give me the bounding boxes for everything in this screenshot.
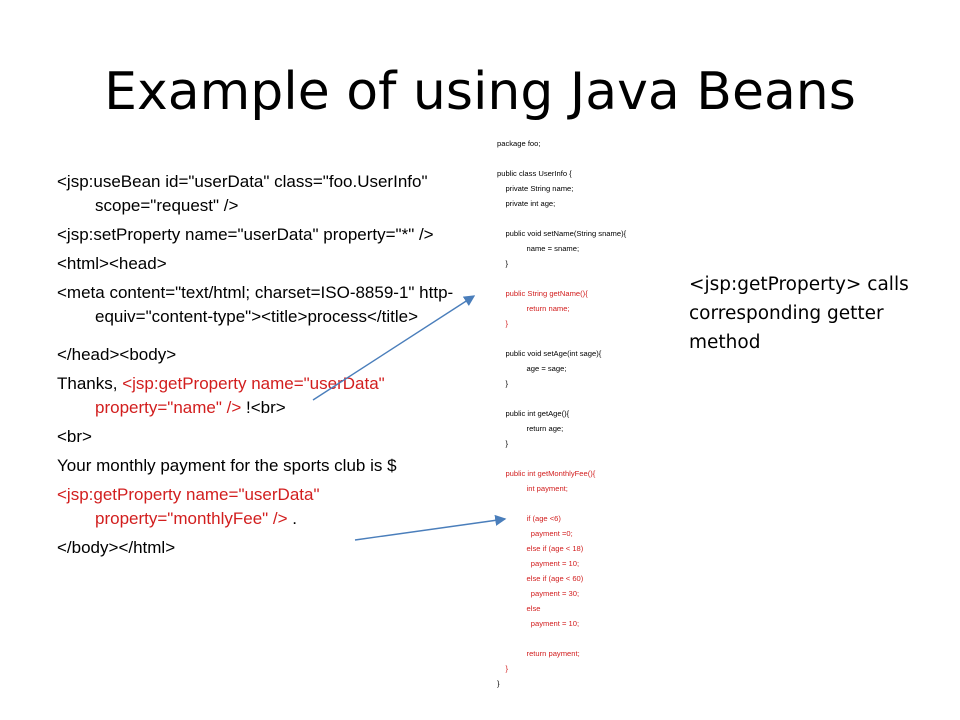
code-line: public void setAge(int sage){ — [497, 349, 602, 358]
code-line: } — [497, 259, 508, 268]
code-line: public int getAge(){ — [497, 409, 570, 418]
code-line: else if (age < 18) — [497, 544, 584, 553]
jsp-use-bean-line: <jsp:useBean id="userData" class="foo.Us… — [57, 172, 428, 215]
jsp-thanks-getproperty: <jsp:getProperty name="userData" propert… — [95, 374, 385, 417]
jsp-br-line: <br> — [57, 427, 92, 446]
code-line: payment =0; — [497, 529, 573, 538]
jsp-set-property-line: <jsp:setProperty name="userData" propert… — [57, 225, 434, 244]
jsp-payment-getproperty: <jsp:getProperty name="userData" propert… — [57, 485, 320, 528]
code-line: } — [497, 379, 508, 388]
code-line: else if (age < 60) — [497, 574, 584, 583]
code-line: public String getName(){ — [497, 289, 588, 298]
jsp-payment-getproperty-line: <jsp:getProperty name="userData" propert… — [57, 483, 477, 531]
jsp-close-line: </body></html> — [57, 538, 176, 557]
code-line: } — [497, 439, 508, 448]
code-line: int payment; — [497, 484, 568, 493]
jsp-html-head-line: <html><head> — [57, 254, 167, 273]
code-line: name = sname; — [497, 244, 580, 253]
code-line: public int getMonthlyFee(){ — [497, 469, 596, 478]
code-line: public class UserInfo { — [497, 169, 572, 178]
code-line: private String name; — [497, 184, 574, 193]
arrow-to-getname — [312, 295, 476, 401]
code-line: payment = 10; — [497, 619, 580, 628]
jsp-payment-text-line: Your monthly payment for the sports club… — [57, 456, 397, 475]
code-line: package foo; — [497, 139, 541, 148]
code-line: payment = 30; — [497, 589, 580, 598]
jsp-meta-post: </title> — [366, 307, 419, 326]
code-line: else — [497, 604, 541, 613]
arrow-to-getmonthlyfee — [354, 514, 507, 541]
code-line: private int age; — [497, 199, 556, 208]
jsp-meta-title: process — [307, 307, 367, 326]
slide-title: Example of using Java Beans — [104, 62, 856, 122]
code-line: return age; — [497, 424, 564, 433]
jsp-meta-pre: <meta content="text/html; charset=ISO-88… — [57, 283, 454, 326]
code-line: age = sage; — [497, 364, 567, 373]
jsp-payment-post: . — [287, 509, 298, 528]
getproperty-note: <jsp:getProperty> calls corresponding ge… — [689, 274, 909, 353]
jsp-head-body-line: </head><body> — [57, 345, 177, 364]
code-line: } — [497, 679, 500, 688]
code-line: } — [497, 664, 508, 673]
code-line: return payment; — [497, 649, 580, 658]
code-line: } — [497, 319, 508, 328]
jsp-thanks-pre: Thanks, — [57, 374, 123, 393]
jsp-thanks-post: !<br> — [241, 398, 286, 417]
java-code-block: package foo; public class UserInfo { priv… — [497, 136, 697, 691]
jsp-meta-line: <meta content="text/html; charset=ISO-88… — [57, 281, 477, 329]
code-line: public void setName(String sname){ — [497, 229, 627, 238]
code-line: if (age <6) — [497, 514, 561, 523]
code-line: return name; — [497, 304, 570, 313]
jsp-thanks-line: Thanks, <jsp:getProperty name="userData"… — [57, 372, 477, 420]
code-line: payment = 10; — [497, 559, 580, 568]
jsp-source: <jsp:useBean id="userData" class="foo.Us… — [57, 170, 477, 565]
